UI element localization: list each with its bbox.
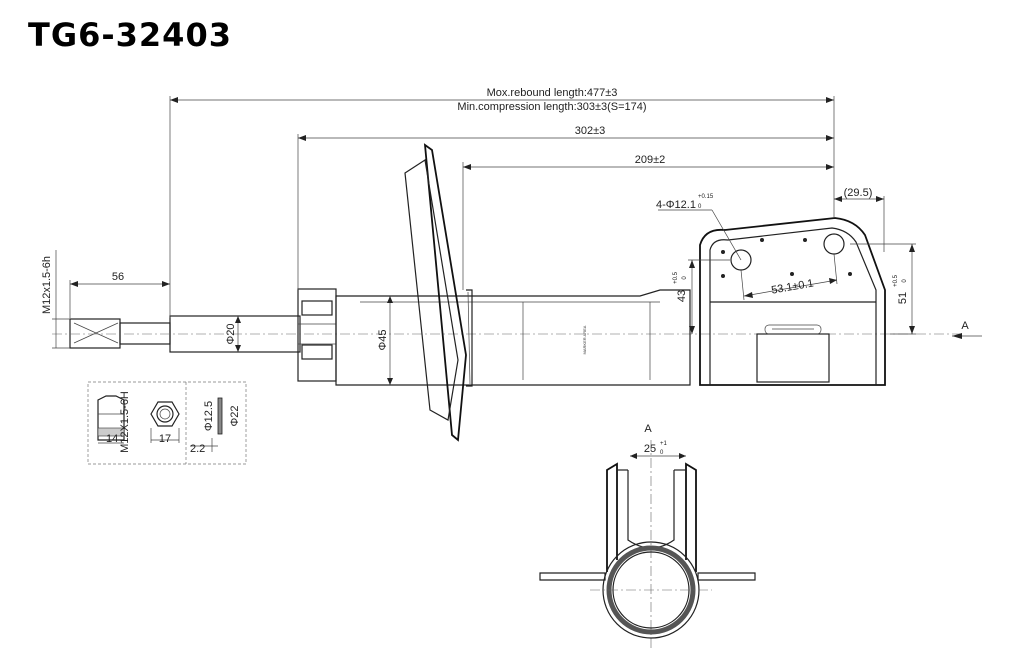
body-diameter-label: Φ45 <box>377 329 389 350</box>
nut-side-view <box>97 395 125 444</box>
dim-thread <box>52 250 70 349</box>
washer-thickness-label: 2.2 <box>190 443 205 455</box>
offset-label: (29.5) <box>844 187 873 199</box>
washer-outer-label: Φ22 <box>229 405 241 426</box>
height43-label: 43 <box>676 290 688 302</box>
slot-tol-upper: +1 <box>660 441 668 447</box>
dim-offset <box>834 196 885 252</box>
dim-height51 <box>850 243 916 335</box>
dim-rebound <box>169 96 835 318</box>
nut-height-label: 14 <box>106 433 118 445</box>
dim-height43 <box>688 259 730 334</box>
height51-label: 51 <box>897 292 909 304</box>
overall-length-label: 302±3 <box>575 125 606 137</box>
slot-tol-lower: 0 <box>660 450 664 456</box>
dim-spacing <box>740 253 838 301</box>
thread-length-label: 56 <box>112 271 124 283</box>
washer-inner-label: Φ12.5 <box>203 401 215 431</box>
compression-length-label: Min.compression length:303±3(S=174) <box>457 101 646 113</box>
holes-tol-lower: 0 <box>698 204 702 210</box>
height51-tol-lower: 0 <box>902 279 908 283</box>
holes-tol-upper: +0.15 <box>698 194 714 200</box>
view-a-title: A <box>644 423 652 435</box>
view-a-marker: A <box>961 320 969 332</box>
height43-tol-upper: +0.5 <box>673 271 679 284</box>
marker-area-label: MARKER AREA <box>582 325 587 354</box>
rebound-length-label: Mox.rebound length:477±3 <box>487 87 618 99</box>
height51-tol-upper: +0.5 <box>893 274 899 287</box>
view-a-bracket <box>539 440 756 650</box>
thread-spec-label: M12x1.5-6h <box>41 256 53 314</box>
view-a-tube <box>590 541 712 639</box>
top-nut-block <box>297 288 337 382</box>
nut-width-label: 17 <box>159 433 171 445</box>
dim-thread-length <box>69 280 170 318</box>
knuckle-bracket <box>699 217 886 386</box>
rod-diameter-label: Φ20 <box>225 323 237 344</box>
strut-body <box>335 289 691 386</box>
slot-width-label: 25 <box>644 443 656 455</box>
spring-seat <box>404 143 473 442</box>
spacing-label: 53.1±0.1 <box>770 277 814 296</box>
view-a-arrow <box>952 333 982 339</box>
dim-spring-seat <box>462 162 834 290</box>
washer-view <box>190 397 223 452</box>
dim-overall <box>297 134 834 290</box>
holes-label: 4-Φ12.1 <box>656 199 696 211</box>
nut-top-view <box>150 401 180 443</box>
spring-seat-label: 209±2 <box>635 154 666 166</box>
nut-detail-frame <box>87 381 247 465</box>
dim-holes <box>658 209 742 261</box>
nut-thread-label: M12X1.5-6H <box>119 391 131 453</box>
dim-rod-dia <box>235 316 241 352</box>
height43-tol-lower: 0 <box>682 276 688 280</box>
part-number-title: TG6-32403 <box>28 16 232 54</box>
dim-body-dia <box>387 296 393 385</box>
slot-width-dim <box>630 453 686 459</box>
